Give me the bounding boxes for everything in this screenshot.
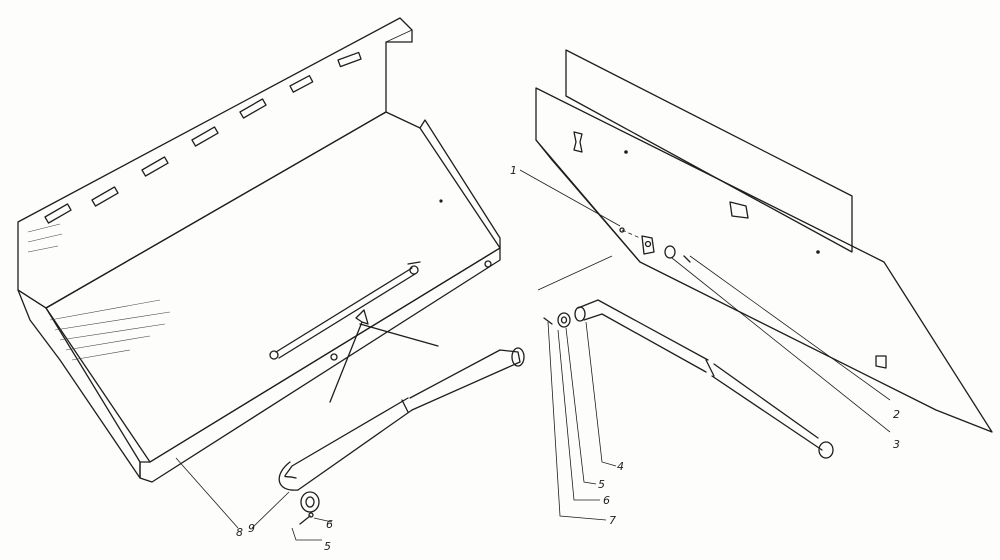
left-hose bbox=[278, 347, 525, 525]
front-flange bbox=[139, 247, 501, 483]
front-sheet bbox=[535, 87, 993, 433]
callout-1: 1 bbox=[510, 164, 517, 177]
left-grommet bbox=[300, 491, 320, 513]
mount-hole bbox=[484, 260, 492, 268]
callout-labels: 1 2 3 4 5 6 7 8 9 6 5 bbox=[236, 164, 900, 553]
left-panel-assembly bbox=[17, 17, 501, 483]
sheet-clip bbox=[573, 131, 583, 153]
side-flange bbox=[419, 119, 501, 249]
right-hose bbox=[543, 299, 834, 459]
mount-hole bbox=[330, 353, 338, 361]
top-surface bbox=[45, 111, 501, 463]
callout-4: 4 bbox=[617, 460, 624, 473]
callout-7: 7 bbox=[609, 514, 616, 527]
callout-5-left: 5 bbox=[324, 540, 331, 553]
callout-5-right: 5 bbox=[598, 478, 605, 491]
panel-rod bbox=[269, 261, 421, 360]
sheet-clip bbox=[729, 201, 749, 219]
shading bbox=[27, 223, 171, 361]
right-washer bbox=[557, 312, 571, 328]
louver-slots bbox=[44, 51, 362, 224]
callout-2: 2 bbox=[893, 408, 900, 421]
sheet-clip bbox=[875, 355, 887, 369]
callout-6-right: 6 bbox=[603, 494, 610, 507]
callout-6-left: 6 bbox=[326, 518, 333, 531]
right-leaders bbox=[519, 169, 891, 521]
right-panel-assembly bbox=[535, 49, 993, 433]
callout-3: 3 bbox=[893, 438, 900, 451]
bracket bbox=[641, 235, 655, 255]
arrow-indicator bbox=[329, 309, 369, 403]
left-leaders bbox=[175, 457, 333, 541]
callout-9: 9 bbox=[248, 522, 255, 535]
callout-8: 8 bbox=[236, 526, 243, 539]
rear-sheet bbox=[565, 49, 853, 253]
nut bbox=[664, 245, 676, 259]
